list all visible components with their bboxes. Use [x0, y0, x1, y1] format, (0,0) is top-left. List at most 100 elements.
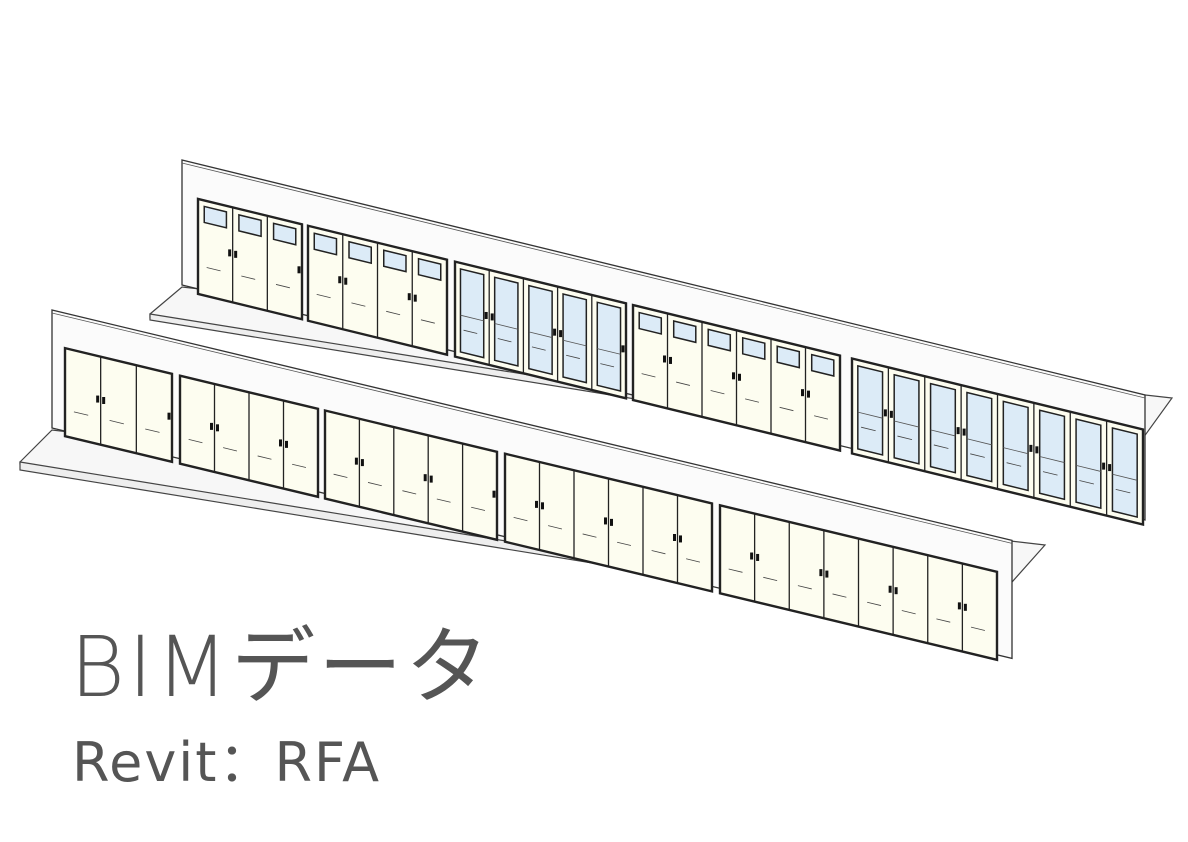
door-glass-panel	[893, 373, 920, 465]
door-glass-panel	[966, 391, 993, 483]
door-handle	[1108, 464, 1112, 472]
door-handle	[679, 535, 682, 543]
door-handle	[553, 328, 557, 336]
glass-transom-line	[1003, 447, 1029, 455]
door-handle	[663, 355, 666, 363]
door-group	[631, 303, 842, 453]
back-wall-assembly	[149, 159, 1174, 527]
glass-transom-line	[1039, 456, 1065, 463]
door-handle	[888, 585, 892, 593]
door-swing-mark	[463, 329, 478, 334]
door-handle	[621, 345, 625, 353]
door-vision-panel	[203, 205, 228, 229]
door-frame	[323, 408, 499, 542]
wall-top-edge	[181, 162, 1146, 399]
door-swing-mark	[206, 267, 221, 272]
door-glass-panel	[1038, 409, 1066, 501]
door-swing-mark	[779, 406, 794, 412]
door-handle	[825, 570, 829, 578]
door-swing-mark	[1079, 480, 1094, 485]
door-handle	[957, 602, 961, 610]
door-handle	[889, 410, 893, 418]
door-swing-mark	[316, 293, 331, 299]
door-handle	[360, 459, 364, 467]
door-handle	[604, 517, 607, 525]
door-swing-mark	[109, 420, 124, 425]
door-glass-panel	[493, 276, 519, 367]
glass-transom-line	[894, 420, 920, 428]
door-vision-panel	[238, 213, 262, 238]
door-swing-mark	[970, 453, 985, 458]
door-handle	[883, 409, 887, 417]
door-group	[323, 408, 499, 542]
door-handle	[344, 277, 348, 285]
door-swing-mark	[651, 550, 666, 555]
glass-transom-line	[528, 331, 553, 338]
door-glass-panel	[528, 284, 553, 376]
door-swing-mark	[676, 381, 691, 386]
door-handle	[962, 428, 966, 436]
door-swing-mark	[471, 506, 486, 511]
door-handle	[210, 422, 213, 430]
door-handle	[423, 474, 427, 482]
door-swing-mark	[436, 498, 451, 503]
door-swing-mark	[600, 363, 615, 368]
door-swing-mark	[641, 373, 656, 378]
door-swing-mark	[386, 310, 401, 316]
door-swing-mark	[814, 415, 829, 420]
front-wall-assembly	[19, 309, 1047, 662]
door-swing-mark	[860, 426, 876, 432]
glass-transom-line	[857, 411, 883, 419]
wall-top-edge	[51, 312, 1013, 544]
door-glass-panel	[562, 293, 588, 384]
door-handle	[1029, 444, 1033, 452]
door-handle	[228, 249, 232, 257]
door-group	[63, 346, 174, 464]
door-swing-mark	[223, 447, 238, 452]
door-handle	[801, 389, 804, 397]
door-swing-mark	[292, 463, 307, 468]
door-group	[850, 356, 1145, 527]
door-handle	[285, 440, 288, 448]
door-vision-panel	[638, 311, 663, 335]
door-swing-mark	[548, 525, 563, 530]
door-handle	[413, 294, 417, 302]
glass-transom-line	[460, 314, 484, 322]
door-vision-panel	[741, 336, 766, 361]
door-group	[178, 374, 320, 499]
door-swing-mark	[582, 533, 597, 538]
glass-transom-line	[494, 323, 519, 330]
door-swing-mark	[333, 473, 348, 478]
door-swing-mark	[275, 284, 290, 289]
door-swing-mark	[867, 601, 882, 606]
door-swing-mark	[73, 411, 89, 416]
glass-transom-line	[930, 429, 956, 437]
door-vision-panel	[417, 257, 442, 282]
door-swing-mark	[367, 482, 382, 487]
door-handle	[756, 553, 760, 561]
door-swing-mark	[686, 558, 701, 563]
door-handle	[559, 330, 563, 338]
door-swing-mark	[402, 490, 417, 495]
door-handle	[234, 250, 238, 258]
door-swing-mark	[933, 444, 949, 449]
door-handle	[216, 424, 219, 432]
door-handle	[738, 373, 741, 381]
door-swing-mark	[257, 455, 272, 460]
door-swing-mark	[1042, 471, 1058, 476]
door-handle	[354, 457, 358, 465]
door-handle	[297, 266, 301, 274]
door-handle	[407, 293, 411, 301]
glass-transom-line	[597, 348, 621, 355]
door-handle	[1102, 462, 1106, 470]
door-vision-panel	[707, 328, 732, 352]
door-glass-panel	[459, 267, 485, 359]
door-swing-mark	[241, 275, 256, 280]
door-swing-mark	[728, 568, 743, 573]
file-format-subtitle: Revit：RFA	[72, 731, 382, 794]
door-glass-panel	[1002, 400, 1029, 492]
door-swing-mark	[513, 517, 528, 522]
door-handle	[807, 390, 810, 398]
door-swing-mark	[351, 302, 366, 307]
